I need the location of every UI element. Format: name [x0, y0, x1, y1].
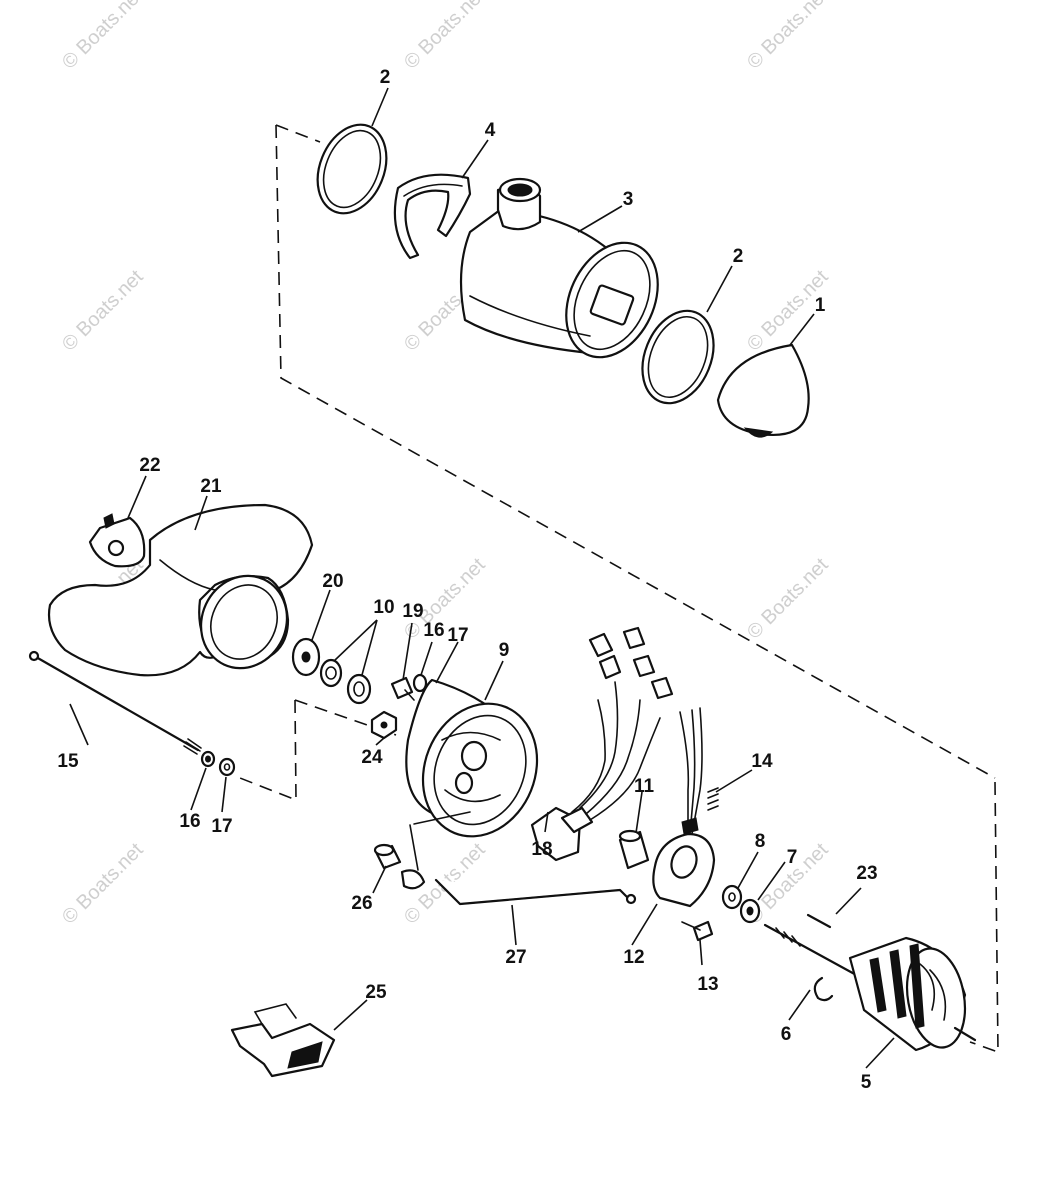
- part-17-washer-left: [218, 757, 236, 777]
- part-2-o-ring-left: [316, 123, 388, 215]
- callout-21: 21: [200, 476, 222, 497]
- callout-14: 14: [751, 751, 773, 772]
- part-15-tie-rod: [28, 650, 202, 755]
- watermark: © Boats.net: [400, 0, 490, 74]
- assembly-outline-upper: [275, 124, 996, 779]
- part-6-retaining-clip: [813, 976, 834, 1002]
- watermark: © Boats.net: [58, 0, 148, 74]
- part-21-propeller: [47, 503, 314, 677]
- part-5-armature: [763, 923, 977, 1052]
- part-8-washer: [721, 884, 743, 910]
- assembly-outline-lower: [239, 699, 297, 802]
- callout-16: 16: [423, 620, 444, 641]
- part-4-clamp: [393, 173, 472, 260]
- callout-11: 11: [634, 776, 655, 797]
- watermark: © Boats.net: [58, 839, 148, 929]
- callout-18: 18: [531, 839, 552, 860]
- callout-7: 7: [787, 847, 798, 868]
- part-26-bushing: [373, 843, 402, 870]
- callout-22: 22: [139, 455, 160, 476]
- assembly-outline-upper-top: [275, 124, 321, 143]
- callout-24: 24: [361, 747, 383, 768]
- part-24-nut: [370, 710, 398, 740]
- part-16-lockwasher-upper: [412, 673, 428, 693]
- callout-16: 16: [179, 811, 200, 832]
- part-1-nose-cone: [716, 343, 810, 438]
- callout-17: 17: [211, 816, 232, 837]
- callout-2: 2: [733, 246, 744, 267]
- watermark: © Boats.net: [400, 554, 490, 644]
- part-10-bearing-a: [319, 658, 343, 688]
- callout-9: 9: [499, 640, 510, 661]
- callout-17: 17: [447, 625, 468, 646]
- callout-8: 8: [755, 831, 766, 852]
- callout-27: 27: [505, 947, 526, 968]
- callout-6: 6: [781, 1024, 792, 1045]
- part-9-end-housing: [405, 678, 539, 838]
- part-2-o-ring-right: [641, 309, 715, 405]
- watermark: © Boats.net: [58, 266, 148, 356]
- part-11-sleeve: [618, 829, 650, 870]
- callout-15: 15: [57, 751, 79, 772]
- callout-19: 19: [402, 601, 423, 622]
- part-27-bracket-rod: [400, 811, 637, 906]
- assembly-outline-right: [969, 781, 999, 1054]
- callout-23: 23: [856, 863, 877, 884]
- callout-20: 20: [322, 571, 343, 592]
- watermark: © Boats.net: [743, 554, 833, 644]
- part-13-screw: [681, 920, 714, 942]
- part-12-brush-plate: [652, 707, 716, 908]
- part-18-brush-holder-wires: [530, 626, 674, 862]
- part-23-pin: [806, 913, 832, 929]
- callout-1: 1: [815, 295, 826, 316]
- part-25-mounting-clip: [230, 1003, 336, 1078]
- callout-26: 26: [351, 893, 372, 914]
- part-3-motor-housing-tube: [459, 177, 659, 359]
- callout-3: 3: [623, 189, 634, 210]
- leader-lines: [69, 87, 895, 1069]
- part-14-spring: [707, 787, 719, 811]
- callout-12: 12: [623, 947, 644, 968]
- part-7-washer: [739, 898, 761, 924]
- part-22-prop-nut-washer: [88, 513, 146, 568]
- part-16-lockwasher-left: [200, 750, 216, 768]
- callout-13: 13: [697, 974, 718, 995]
- watermark: © Boats.net: [743, 0, 833, 74]
- part-19-screw: [390, 676, 415, 701]
- callout-labels: 2 4 3 2 1 22 21 20 10 19 16 17 9 15 24 1…: [57, 67, 877, 1093]
- callout-2: 2: [380, 67, 391, 88]
- callout-25: 25: [365, 982, 387, 1003]
- callout-4: 4: [485, 120, 496, 141]
- part-10-bearing-b: [346, 673, 372, 705]
- callout-5: 5: [861, 1072, 872, 1093]
- callout-10: 10: [373, 597, 394, 618]
- part-20-thrust-washer: [291, 637, 321, 677]
